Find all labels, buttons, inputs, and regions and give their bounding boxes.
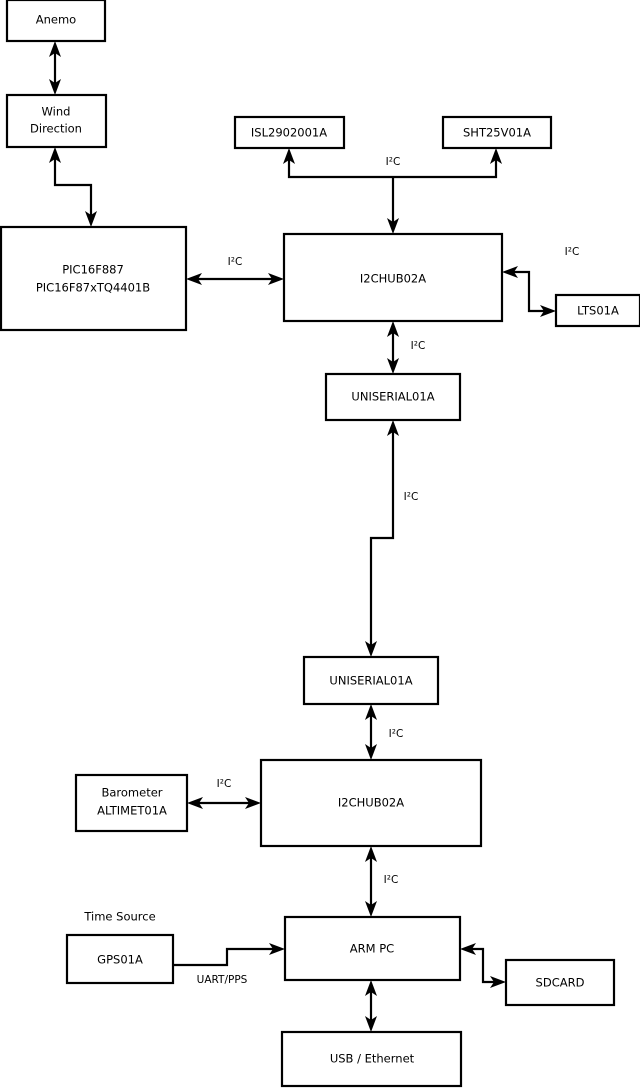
node-sdcard-label: SDCARD bbox=[536, 976, 585, 990]
node-pic-mcu[interactable]: PIC16F887 PIC16F87xTQ4401B bbox=[0, 225, 188, 332]
node-i2chub02a-top[interactable]: I2CHUB02A bbox=[282, 232, 504, 323]
node-lts01a-label: LTS01A bbox=[577, 304, 619, 318]
node-i2chub02a-top-label: I2CHUB02A bbox=[360, 272, 426, 286]
edge-hub-bottom-armpc bbox=[365, 846, 377, 917]
edge-wind-pic bbox=[49, 147, 97, 227]
edge-hub-isl-sht-bus bbox=[283, 148, 502, 234]
node-arm-pc[interactable]: ARM PC bbox=[283, 915, 462, 982]
node-i2chub02a-bottom[interactable]: I2CHUB02A bbox=[259, 758, 483, 848]
node-usb-ethernet[interactable]: USB / Ethernet bbox=[280, 1030, 463, 1088]
edge-label-isl-sht-bus: I²C bbox=[386, 156, 401, 168]
node-anemo-label: Anemo bbox=[36, 13, 76, 27]
edge-label-hub-lts: I²C bbox=[565, 246, 580, 258]
node-barometer-label-line1: Barometer bbox=[101, 786, 162, 800]
node-barometer-label-line2: ALTIMET01A bbox=[97, 804, 167, 818]
node-pic-mcu-label-line2: PIC16F87xTQ4401B bbox=[36, 281, 150, 295]
edge-label-hub-armpc: I²C bbox=[384, 874, 399, 886]
edge-label-uni-hub-bottom: I²C bbox=[389, 728, 404, 740]
edge-armpc-usb bbox=[365, 980, 377, 1032]
node-wind-direction-label-line1: Wind bbox=[42, 105, 71, 119]
edge-label-hub-uni-top: I²C bbox=[411, 340, 426, 352]
node-usb-ethernet-label: USB / Ethernet bbox=[330, 1052, 415, 1066]
node-isl2902001a[interactable]: ISL2902001A bbox=[233, 115, 346, 150]
edge-gps-armpc bbox=[173, 943, 285, 967]
node-gps01a[interactable]: GPS01A bbox=[65, 933, 175, 985]
edge-label-barometer-hub: I²C bbox=[217, 778, 232, 790]
node-arm-pc-label: ARM PC bbox=[350, 942, 394, 956]
edge-hub-lts bbox=[502, 266, 556, 317]
node-sht25v01a[interactable]: SHT25V01A bbox=[441, 115, 553, 150]
node-uniserial01a-bottom-label: UNISERIAL01A bbox=[329, 674, 412, 688]
edge-label-pic-hub: I²C bbox=[228, 256, 243, 268]
edge-label-uni-uni: I²C bbox=[404, 491, 419, 503]
node-sht25v01a-label: SHT25V01A bbox=[463, 126, 531, 140]
node-lts01a[interactable]: LTS01A bbox=[554, 293, 640, 328]
node-pic-mcu-label-line1: PIC16F887 bbox=[62, 263, 124, 277]
node-gps01a-label: GPS01A bbox=[97, 953, 143, 967]
node-isl2902001a-label: ISL2902001A bbox=[251, 126, 327, 140]
node-wind-direction-label-line2: Direction bbox=[30, 122, 82, 136]
node-sdcard[interactable]: SDCARD bbox=[504, 958, 616, 1007]
node-uniserial01a-top[interactable]: UNISERIAL01A bbox=[324, 372, 462, 422]
edge-uni-top-uni-bottom bbox=[365, 420, 399, 657]
label-time-source: Time Source bbox=[83, 910, 155, 924]
node-wind-direction[interactable]: Wind Direction bbox=[5, 93, 108, 149]
edge-armpc-sdcard bbox=[460, 943, 506, 988]
node-i2chub02a-bottom-label: I2CHUB02A bbox=[338, 796, 404, 810]
edge-barometer-hub-bottom bbox=[187, 797, 261, 809]
edge-hub-uni-top bbox=[387, 321, 399, 374]
node-uniserial01a-top-label: UNISERIAL01A bbox=[351, 390, 434, 404]
node-barometer[interactable]: Barometer ALTIMET01A bbox=[74, 773, 189, 833]
edge-uni-bottom-hub-bottom bbox=[365, 704, 377, 760]
edge-label-gps-armpc: UART/PPS bbox=[197, 974, 248, 986]
node-anemo[interactable]: Anemo bbox=[5, 0, 107, 43]
node-uniserial01a-bottom[interactable]: UNISERIAL01A bbox=[302, 655, 440, 706]
edge-pic-hub-top bbox=[186, 273, 284, 285]
edge-anemo-wind bbox=[49, 41, 61, 95]
